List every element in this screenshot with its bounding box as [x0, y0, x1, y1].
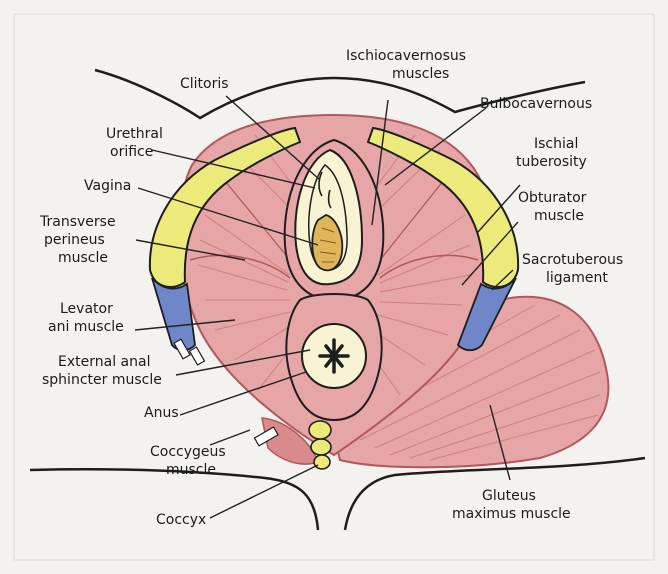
- label-coccyx: Coccyx: [156, 512, 206, 528]
- external-anal-sphincter: [286, 294, 381, 420]
- label-anus: Anus: [144, 405, 179, 421]
- label-vagina: Vagina: [84, 178, 131, 194]
- label-clitoris: Clitoris: [180, 76, 229, 92]
- label-bulbocavernous: Bulbocavernous: [480, 96, 592, 112]
